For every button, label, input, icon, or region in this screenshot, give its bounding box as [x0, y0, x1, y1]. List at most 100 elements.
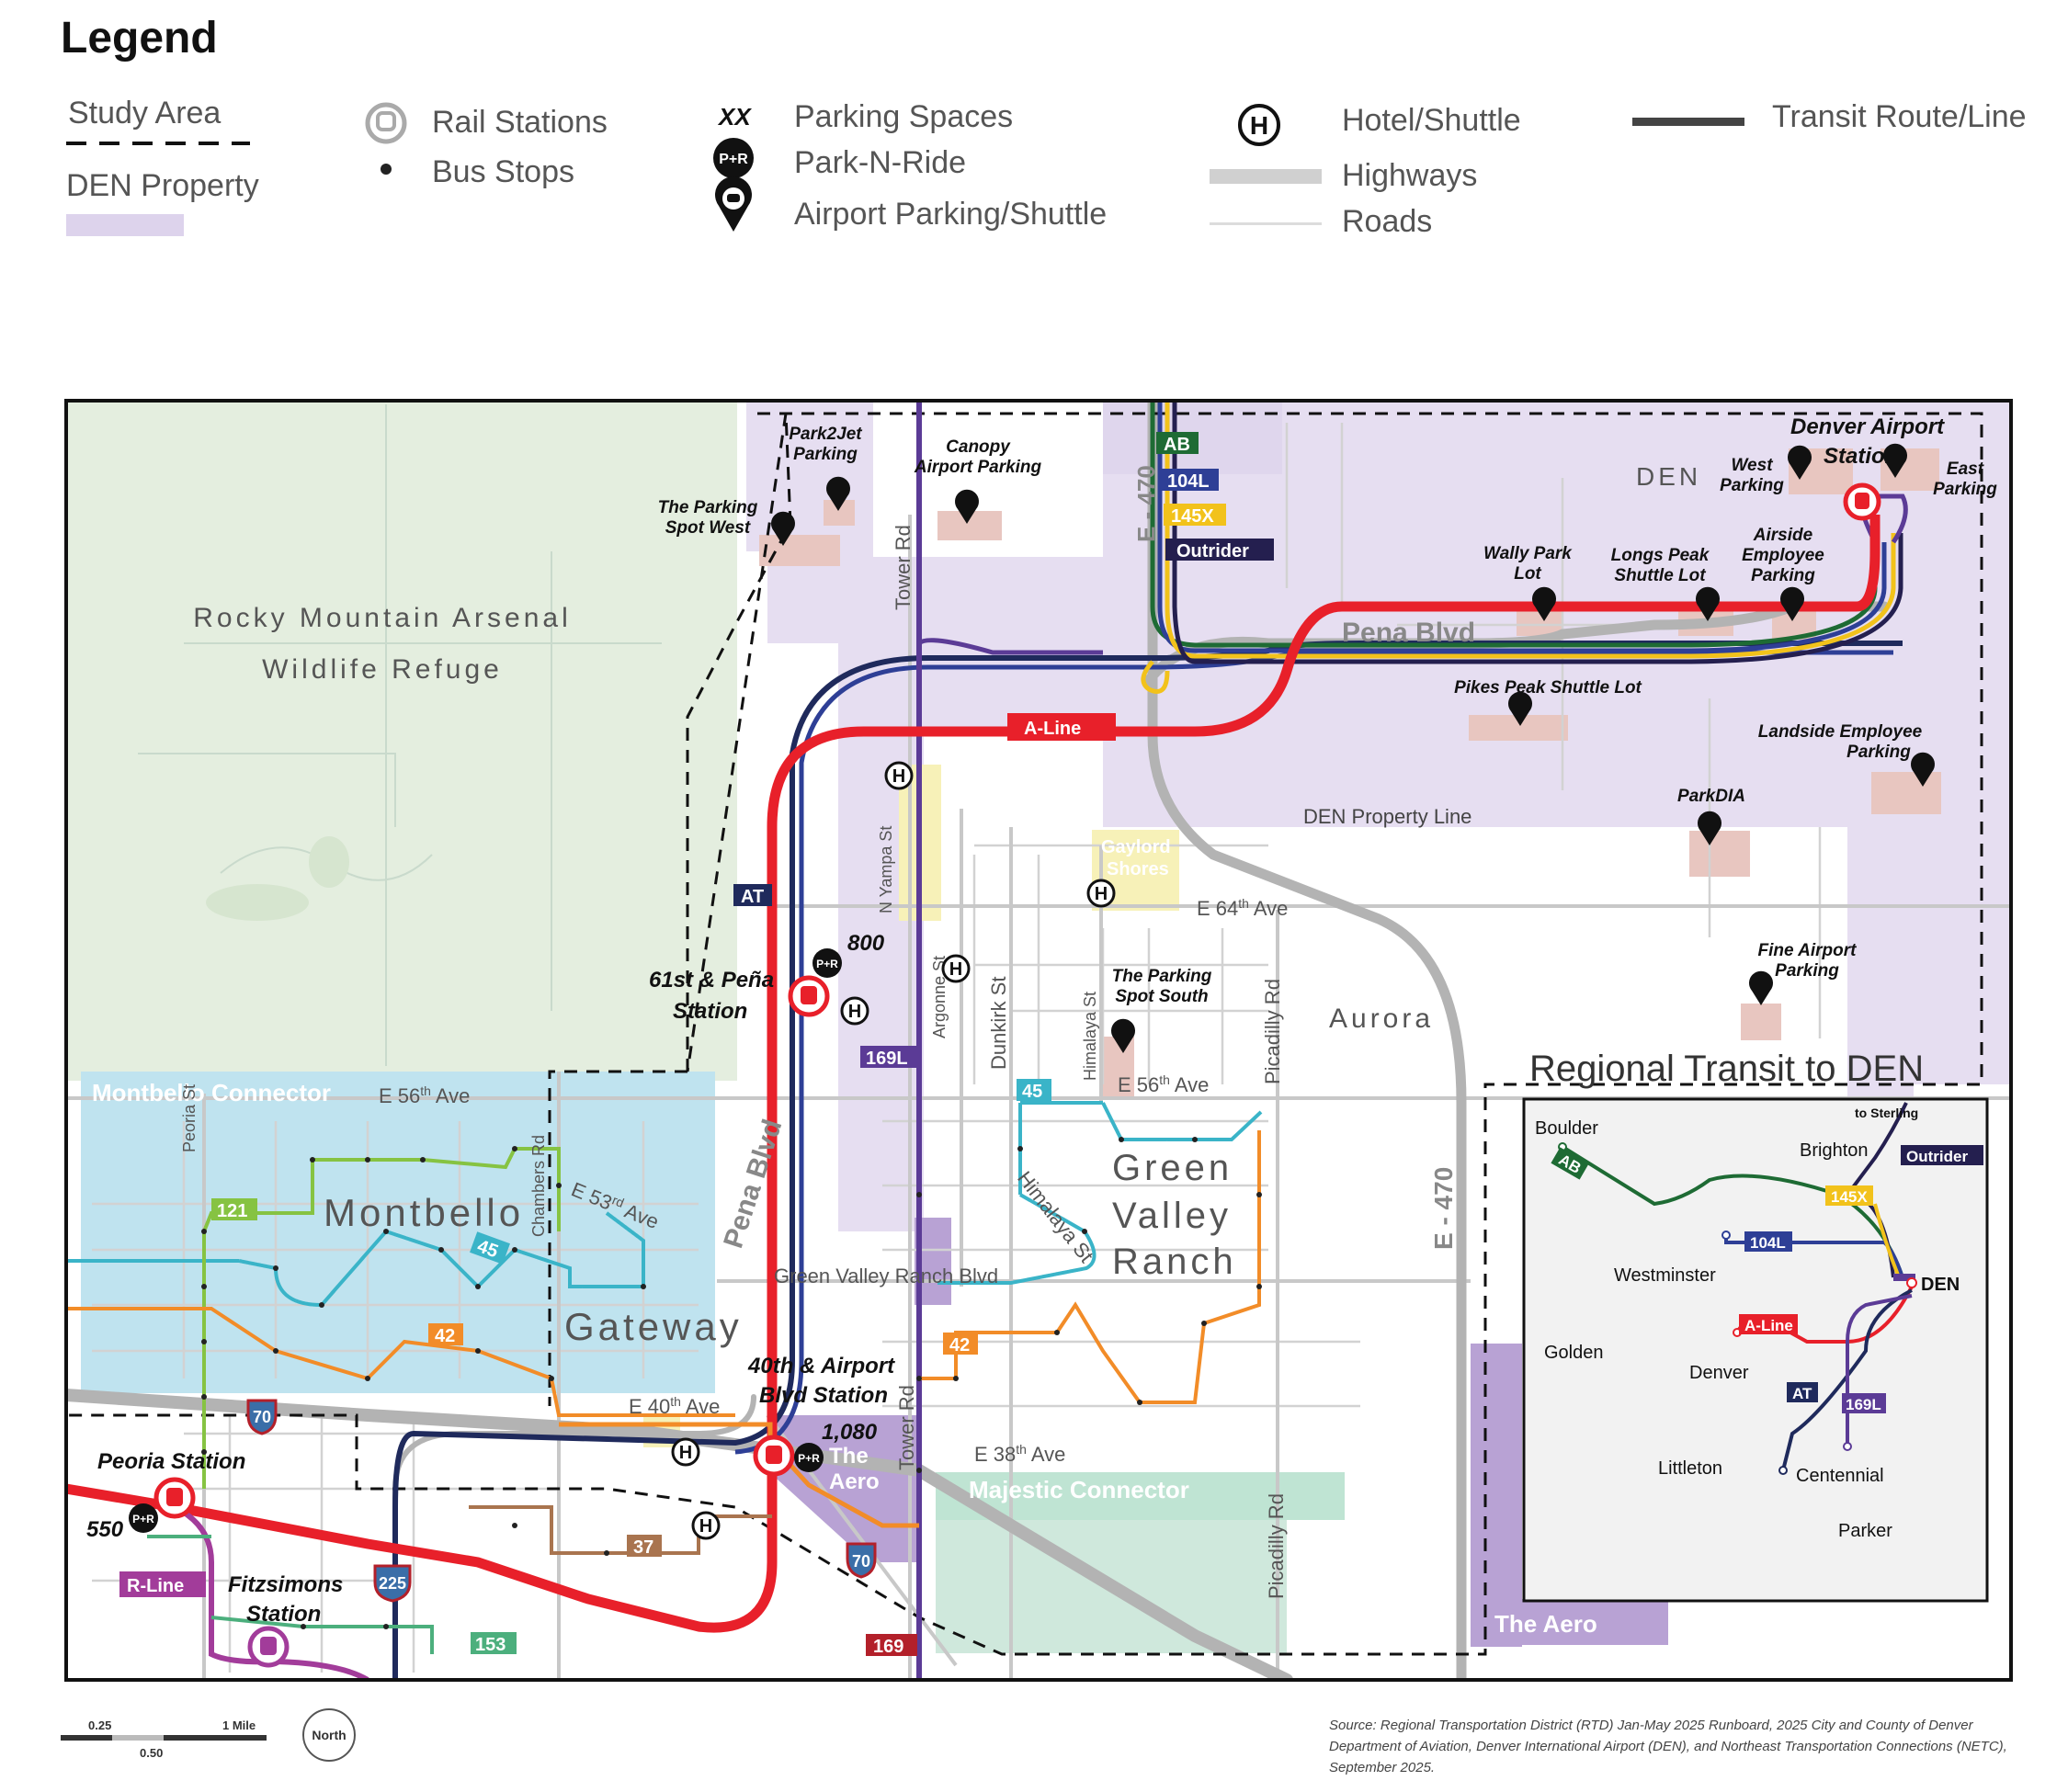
- route-label-r-line: R-Line: [127, 1576, 184, 1596]
- inset-route-104l: 104L: [1750, 1234, 1786, 1252]
- svg-text:0.50: 0.50: [140, 1746, 163, 1760]
- refuge-ponds: [206, 836, 349, 921]
- svg-text:1 Mile: 1 Mile: [222, 1718, 256, 1732]
- svg-text:P+R: P+R: [132, 1513, 154, 1525]
- inset-route-169l: 169L: [1846, 1396, 1881, 1413]
- e470-south-label: E - 470: [1429, 1167, 1458, 1250]
- legend-hotel-shuttle: Hotel/Shuttle: [1342, 103, 1521, 138]
- station-fitzsimons-icon: [247, 1626, 290, 1668]
- inset-route-145x: 145X: [1831, 1188, 1868, 1206]
- tower-rd-north: Tower Rd: [892, 525, 915, 610]
- e40-label: E 40th Ave: [629, 1394, 720, 1418]
- station-peoria-label: Peoria Station: [97, 1449, 245, 1474]
- dunkirk-label: Dunkirk St: [987, 977, 1010, 1070]
- parking-parkdia: ParkDIA: [1677, 787, 1745, 806]
- route-label-45-east: 45: [1022, 1082, 1042, 1102]
- parking-west-1: West: [1731, 456, 1773, 475]
- parking-longs-1: Longs Peak: [1611, 546, 1710, 565]
- e64-label: E 64th Ave: [1197, 896, 1288, 920]
- e470-north-label: E - 470: [1132, 465, 1160, 542]
- inset-parker: Parker: [1838, 1521, 1892, 1541]
- rail-stations: [153, 482, 1881, 1668]
- parking-airside-3: Parking: [1751, 566, 1815, 585]
- svg-text:H: H: [848, 1002, 861, 1022]
- station-40th-icon: [753, 1435, 795, 1477]
- the-aero-large-area: [1471, 1344, 1522, 1647]
- legend-parking-spaces: Parking Spaces: [794, 99, 1014, 134]
- svg-text:P+R: P+R: [798, 1452, 820, 1465]
- svg-text:H: H: [892, 766, 905, 787]
- parking-pins: [771, 443, 1935, 1053]
- pnr-800-label: 800: [847, 931, 885, 956]
- himalaya-label: Himalaya St: [1081, 992, 1099, 1081]
- e56-label-west: E 56th Ave: [379, 1083, 470, 1107]
- inset-route-a-line: A-Line: [1744, 1317, 1793, 1334]
- legend-highways: Highways: [1342, 158, 1478, 193]
- route-label-104l: 104L: [1167, 471, 1210, 492]
- transit-map[interactable]: AB 104L 145X Outrider A-Line AT 169L 45 …: [64, 399, 2013, 1682]
- route-label-ab: AB: [1164, 435, 1190, 455]
- legend-study-area: Study Area: [68, 96, 222, 130]
- north-arrow: North: [302, 1708, 356, 1762]
- station-fitzsimons-line2: Station: [246, 1602, 321, 1627]
- peoria-label: Peoria St: [180, 1084, 199, 1152]
- route-label-145x: 145X: [1171, 506, 1214, 527]
- 153-route: [210, 1616, 434, 1654]
- route-label-153: 153: [475, 1635, 506, 1655]
- legend-roads: Roads: [1342, 204, 1433, 239]
- route-label-outrider: Outrider: [1176, 541, 1249, 561]
- scale-bar: 0.25 1 Mile 0.50: [61, 1718, 267, 1760]
- den-label: DEN: [1636, 462, 1701, 491]
- chambers-label: Chambers Rd: [529, 1135, 548, 1237]
- montbello-connector-area: [81, 1072, 715, 1393]
- parking-wally-1: Wally Park: [1483, 544, 1573, 563]
- station-61st-line2: Station: [673, 999, 747, 1024]
- source-note: Source: Regional Transportation District…: [1329, 1718, 2007, 1775]
- inset-golden: Golden: [1544, 1343, 1604, 1363]
- route-label-a-line: A-Line: [1024, 719, 1081, 739]
- parking-spot-west-1: The Parking: [658, 498, 758, 517]
- refuge-area: [66, 401, 737, 1081]
- argonne-label: Argonne St: [930, 956, 949, 1038]
- parking-pikes: Pikes Peak Shuttle Lot: [1454, 678, 1642, 698]
- interstate-shields: 70 70 225: [246, 1399, 877, 1603]
- parking-spot-south-1: The Parking: [1112, 967, 1212, 986]
- route-label-37: 37: [633, 1537, 653, 1558]
- the-aero-large-label: The Aero: [1494, 1610, 1597, 1638]
- the-aero-small-line2: Aero: [829, 1469, 880, 1494]
- legend-den-property: DEN Property: [66, 168, 259, 203]
- parking-east-2: Parking: [1933, 480, 1997, 499]
- inset-to-sterling: to Sterling: [1855, 1106, 1918, 1120]
- hotel-shuttle-icon: H: [1238, 104, 1280, 146]
- n-yampa-label: N Yampa St: [877, 826, 895, 913]
- inset-brighton: Brighton: [1800, 1140, 1869, 1161]
- parking-wally-2: Lot: [1514, 564, 1541, 584]
- station-den-airport-icon: [1843, 482, 1881, 521]
- parking-landside-2: Parking: [1846, 743, 1911, 762]
- parking-east-1: East: [1947, 459, 1984, 479]
- route-label-169l: 169L: [866, 1049, 908, 1069]
- parking-fine-1: Fine Airport: [1758, 941, 1858, 960]
- svg-text:P+R: P+R: [719, 152, 748, 167]
- bus-stops: [201, 1137, 1262, 1629]
- svg-text:H: H: [699, 1516, 712, 1537]
- parking-fine-2: Parking: [1775, 961, 1839, 981]
- r-line-route: [173, 1504, 369, 1680]
- inset-route-outrider: Outrider: [1906, 1148, 1968, 1165]
- route-label-at: AT: [741, 887, 764, 907]
- svg-text:P+R: P+R: [816, 958, 838, 970]
- montbello-connector-label: Montbello Connector: [92, 1079, 331, 1106]
- pena-blvd-east-label: Pena Blvd: [1342, 618, 1475, 648]
- highway-symbol: [1210, 169, 1322, 184]
- gateway-label: Gateway: [564, 1305, 743, 1348]
- parking-airside-1: Airside: [1753, 526, 1813, 545]
- e38-label: E 38th Ave: [974, 1442, 1065, 1466]
- inset-route-at: AT: [1792, 1385, 1812, 1402]
- parking-spot-west-2: Spot West: [665, 518, 751, 538]
- gvr-blvd-label: Green Valley Ranch Blvd: [774, 1265, 998, 1287]
- study-area-boundary: [66, 412, 1983, 1656]
- inset-den: DEN: [1921, 1275, 1960, 1295]
- gvr-label-line3: Ranch: [1112, 1242, 1237, 1282]
- parking-park2jet-2: Parking: [793, 445, 858, 464]
- inset-denver: Denver: [1689, 1363, 1749, 1383]
